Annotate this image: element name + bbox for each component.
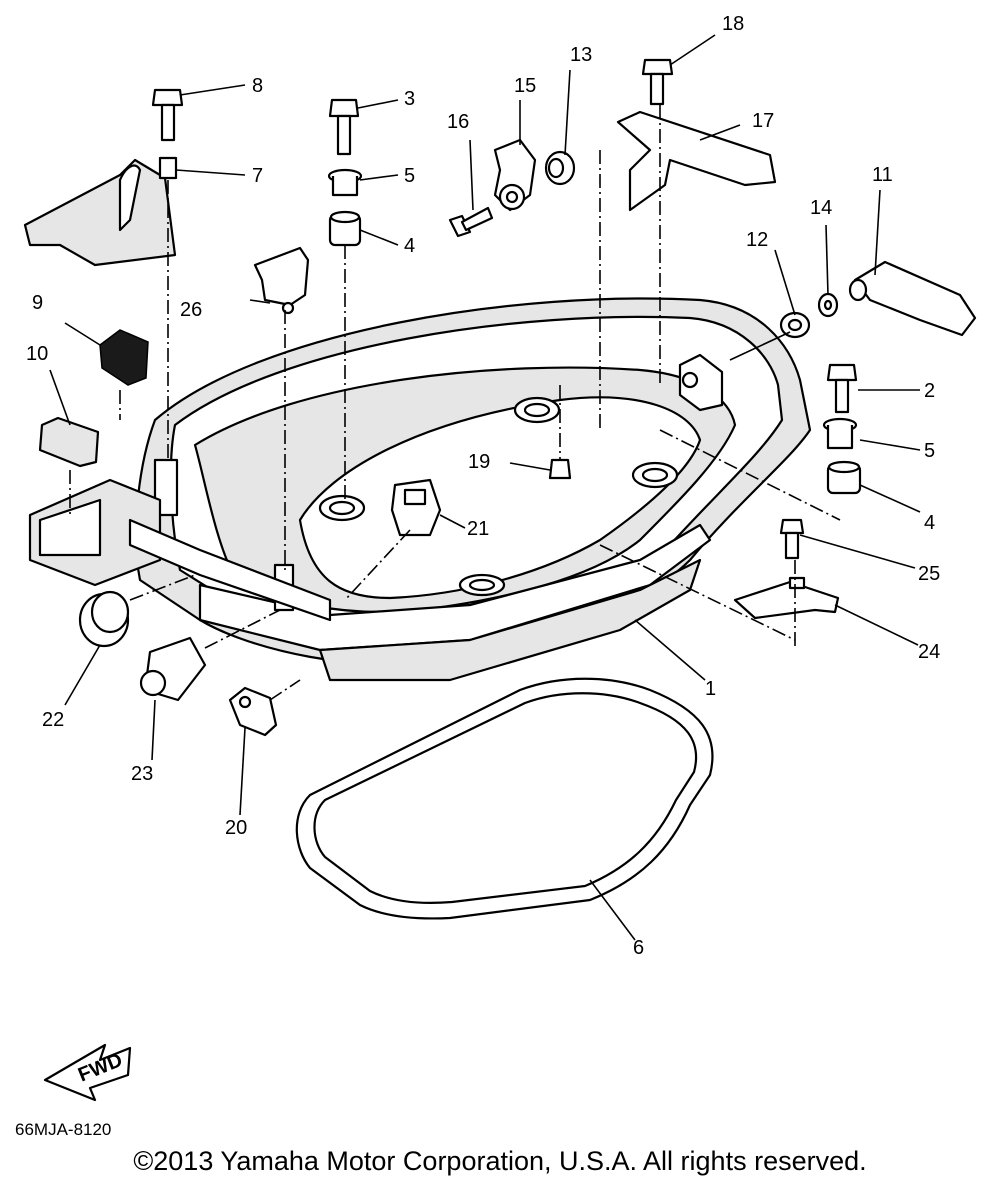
lever-part-17 xyxy=(616,110,777,212)
grommet-part-23 xyxy=(139,636,207,702)
callout-19: 19 xyxy=(468,451,490,473)
callout-21: 21 xyxy=(467,518,489,540)
diagram-code: 66MJA-8120 xyxy=(15,1120,111,1139)
bolt-part-2 xyxy=(826,363,858,414)
clip-part-26 xyxy=(253,246,310,315)
grommet-part-21 xyxy=(390,478,442,537)
callout-11: 11 xyxy=(872,164,893,186)
callout-5-right: 5 xyxy=(924,440,935,462)
callout-labels: 1 2 3 4 4 5 5 6 7 8 9 10 11 12 13 14 15 … xyxy=(26,13,940,959)
callout-7: 7 xyxy=(252,165,263,187)
plug-part-22 xyxy=(78,590,130,648)
callout-14: 14 xyxy=(810,197,832,219)
grommet-part-4-right xyxy=(826,460,862,495)
callout-17: 17 xyxy=(752,110,774,132)
bolt-part-8 xyxy=(151,88,184,142)
bottom-cowling xyxy=(134,297,812,682)
bolt-part-3 xyxy=(328,98,360,156)
callout-4-right: 4 xyxy=(924,512,935,534)
alignment-dashed-lines xyxy=(69,105,841,701)
callout-26: 26 xyxy=(180,299,202,321)
callout-20: 20 xyxy=(225,817,247,839)
callout-8: 8 xyxy=(252,75,263,97)
lever-part-11 xyxy=(848,260,977,337)
callout-12: 12 xyxy=(746,229,768,251)
callout-16: 16 xyxy=(447,111,469,133)
callout-15: 15 xyxy=(514,75,536,97)
plate-part-24 xyxy=(733,576,840,620)
pad-part-10 xyxy=(38,416,100,468)
grommet-part-4-top xyxy=(328,210,362,247)
callout-6: 6 xyxy=(633,937,644,959)
pad-part-9 xyxy=(99,329,149,386)
callout-10: 10 xyxy=(26,343,48,365)
callout-4-top: 4 xyxy=(404,235,415,257)
bolt-part-16 xyxy=(448,206,494,238)
collar-part-5-top xyxy=(327,168,363,197)
grommet-part-13 xyxy=(544,150,576,186)
callout-9: 9 xyxy=(32,292,43,314)
callout-2: 2 xyxy=(924,380,935,402)
callout-13: 13 xyxy=(570,44,592,66)
washer-part-14 xyxy=(817,292,839,318)
bracket-part-15 xyxy=(493,138,537,212)
leader-lines xyxy=(49,34,921,941)
callout-22: 22 xyxy=(42,709,64,731)
gasket-part-6 xyxy=(295,677,714,920)
grommet-part-20 xyxy=(228,686,278,737)
callout-25: 25 xyxy=(918,563,940,585)
callout-3: 3 xyxy=(404,88,415,110)
callout-24: 24 xyxy=(918,641,940,663)
left-side-bracket xyxy=(28,478,332,622)
holder-part-7 xyxy=(23,156,178,267)
fwd-arrow-icon: FWD xyxy=(43,1043,132,1102)
callout-18: 18 xyxy=(722,13,744,35)
callout-23: 23 xyxy=(131,763,153,785)
callout-1: 1 xyxy=(705,678,716,700)
collar-part-5-right xyxy=(822,417,858,450)
bolt-part-25 xyxy=(779,518,805,560)
copyright-notice: ©2013 Yamaha Motor Corporation, U.S.A. A… xyxy=(133,1146,867,1176)
bolt-part-18 xyxy=(641,58,674,106)
callout-5-top: 5 xyxy=(404,165,415,187)
fitting-part-19 xyxy=(548,458,572,480)
